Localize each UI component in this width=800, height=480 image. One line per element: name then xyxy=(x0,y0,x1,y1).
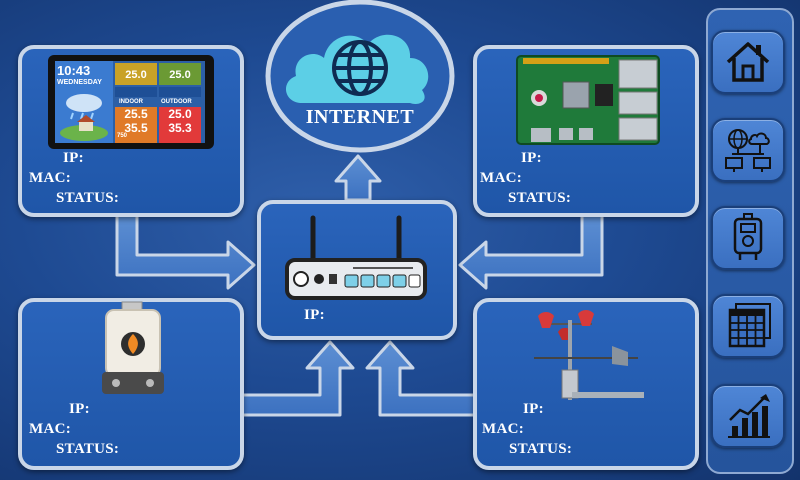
arrow-router-to-internet xyxy=(334,154,382,202)
raspberry-pi-ip-label: IP: xyxy=(521,150,542,166)
weather-display-mac-label: MAC: xyxy=(29,170,72,186)
router-ip-label: IP: xyxy=(304,307,325,323)
raspberry-pi-status-label: STATUS: xyxy=(508,190,572,206)
arrow-display-to-router xyxy=(115,211,256,290)
raspberry-pi-mac-label: MAC: xyxy=(480,170,523,186)
water-heater-icon xyxy=(102,301,164,394)
anemometer-icon xyxy=(534,310,644,400)
router-icon xyxy=(285,215,427,300)
globe-icon xyxy=(332,40,388,96)
display-tile-bottom-right: 35.3 xyxy=(168,121,192,135)
arrow-heater-to-router xyxy=(240,340,355,417)
weather-station-ip-label: IP: xyxy=(523,401,544,417)
display-time: 10:43 xyxy=(57,63,91,78)
cloud-badge xyxy=(265,0,455,153)
internet-label: INTERNET xyxy=(305,106,415,128)
water-heater-icon xyxy=(733,213,763,260)
display-day: WEDNESDAY xyxy=(57,79,102,86)
display-indoor-label: INDOOR xyxy=(119,99,143,105)
arrow-station-to-router xyxy=(365,340,478,417)
sidebar-item-heater[interactable] xyxy=(711,206,785,270)
arrow-pi-to-router xyxy=(458,211,604,290)
display-tile-bottom-left: 35.5 xyxy=(124,121,148,135)
weather-station-status-label: STATUS: xyxy=(509,441,573,457)
display-tile-mid-left: 25.5 xyxy=(124,107,148,121)
calendar-icon xyxy=(728,303,771,348)
water-heater-mac-label: MAC: xyxy=(29,421,72,437)
device-card-weather-station[interactable] xyxy=(473,298,699,470)
water-heater-ip-label: IP: xyxy=(69,401,90,417)
sidebar-item-network[interactable] xyxy=(711,118,785,182)
display-tile-mid-right: 25.0 xyxy=(168,107,192,121)
weather-display-ip-label: IP: xyxy=(63,150,84,166)
weather-scene-icon xyxy=(60,94,108,141)
weather-display-status-label: STATUS: xyxy=(56,190,120,206)
display-pressure: 750 xyxy=(117,133,128,139)
home-icon xyxy=(726,42,770,82)
water-heater-status-label: STATUS: xyxy=(56,441,120,457)
display-outdoor-label: OUTDOOR xyxy=(161,99,192,105)
raspberry-pi-board-icon xyxy=(516,55,660,145)
display-tile-top-left: 25.0 xyxy=(115,63,157,85)
sidebar-item-calendar[interactable] xyxy=(711,294,785,358)
sidebar-item-home[interactable] xyxy=(711,30,785,94)
weather-station-mac-label: MAC: xyxy=(482,421,525,437)
bar-chart-icon xyxy=(728,394,770,438)
network-cloud-icon xyxy=(725,129,771,172)
weather-display-icon: 10:43 WEDNESDAY 25.0 25.0 INDOOR OUTDOOR… xyxy=(48,55,214,149)
sidebar-item-statistics[interactable] xyxy=(711,384,785,448)
display-tile-top-right: 25.0 xyxy=(159,63,201,85)
